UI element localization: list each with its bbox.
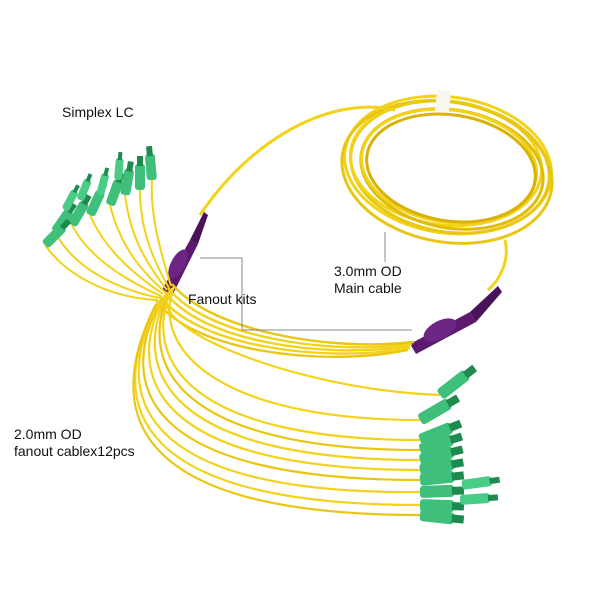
label-leader-lines xyxy=(200,232,412,331)
label-fanout-kits: Fanout kits xyxy=(188,291,256,308)
label-simplex-lc-text: Simplex LC xyxy=(62,104,134,120)
fanout-kit-left xyxy=(162,212,208,296)
cable-tie-band xyxy=(434,89,452,113)
fanout-cable-lower-loop xyxy=(132,285,441,517)
label-fanout-kits-text: Fanout kits xyxy=(188,291,257,307)
label-fanout-cable: 2.0mm OD fanout cablex12pcs xyxy=(14,426,135,460)
label-main-cable: 3.0mm OD Main cable xyxy=(334,263,402,297)
lower-lc-connectors xyxy=(418,364,501,525)
label-fanout-cable-line1: 2.0mm OD xyxy=(14,426,82,442)
label-main-cable-line2: Main cable xyxy=(334,280,402,296)
fanout-kit-right xyxy=(410,286,502,354)
main-cable-loop xyxy=(198,105,396,216)
label-main-cable-line1: 3.0mm OD xyxy=(334,263,402,279)
coiled-main-cable xyxy=(340,94,554,245)
fanout-cable-upper-strands xyxy=(44,179,172,301)
label-simplex-lc: Simplex LC xyxy=(62,104,134,121)
label-fanout-cable-line2: fanout cablex12pcs xyxy=(14,443,135,459)
main-cable-run xyxy=(486,239,508,292)
upper-lc-connectors xyxy=(42,145,157,248)
